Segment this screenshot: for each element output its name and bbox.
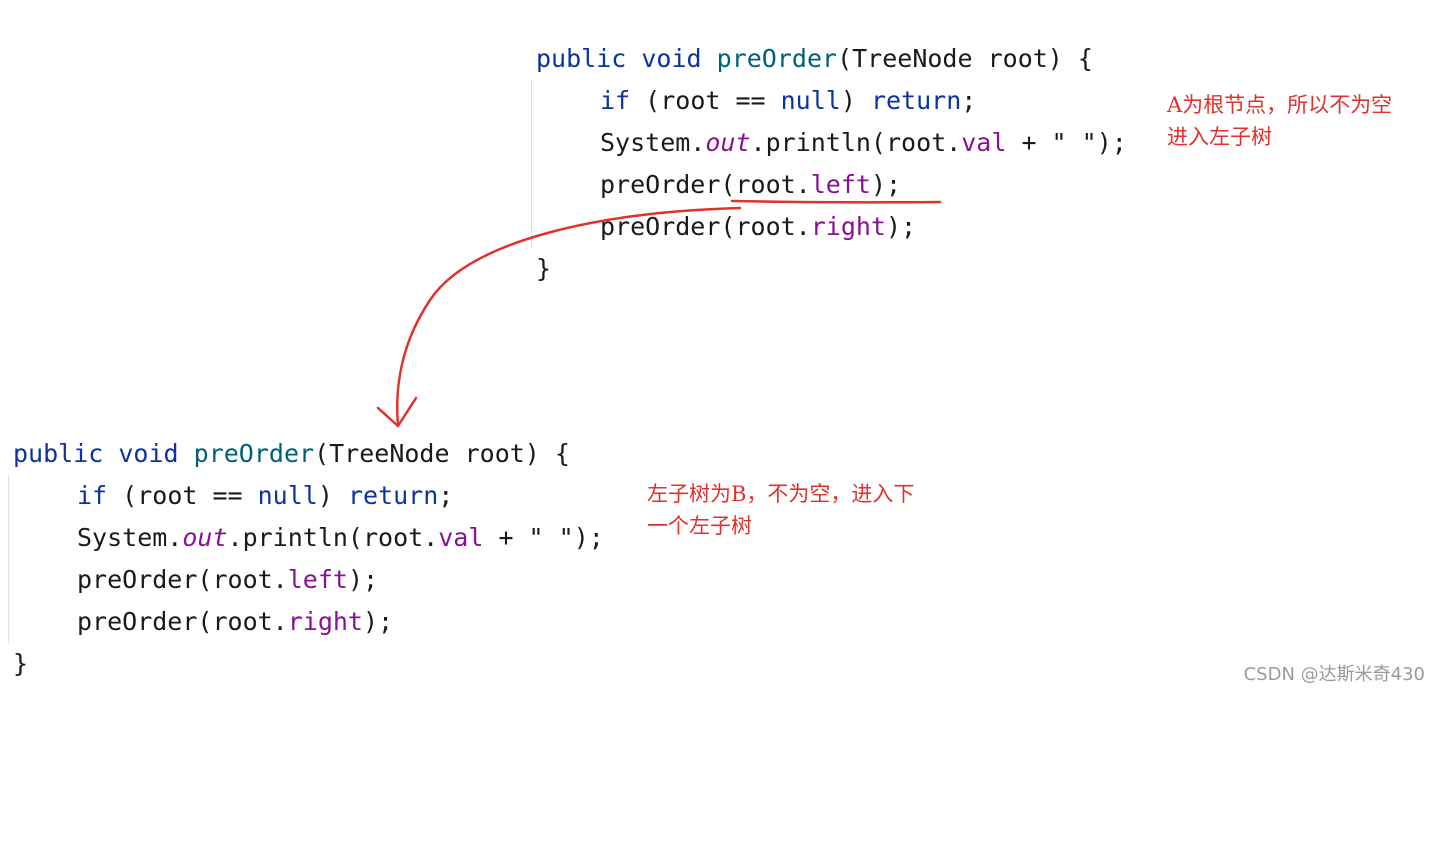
code-text: System. [600,128,706,157]
code-block-bottom: public void preOrder(TreeNode root) { if… [8,437,653,687]
annotation-top: A为根节点，所以不为空 进入左子树 [1167,89,1392,153]
indent-guide-bottom [8,475,9,643]
static-field-out: out [182,523,228,552]
code-text: ); [362,607,394,636]
code-line-println: System.out.println(root.val + " "); [600,126,1127,160]
code-text: + " "); [1006,128,1127,157]
code-text: (root == [107,481,258,510]
code-text: preOrder(root. [77,607,288,636]
field-right: right [810,212,886,241]
code-text: ) [840,86,871,115]
method-params: (TreeNode root) { [314,439,570,468]
keyword-void: void [118,439,179,468]
method-name: preOrder [716,44,838,73]
code-line-null-check: if (root == null) return; [77,479,453,513]
code-line-signature: public void preOrder(TreeNode root) { [13,437,570,471]
code-text: } [536,254,552,283]
keyword-public: public [13,439,104,468]
code-text: ; [438,481,454,510]
field-val: val [961,128,1007,157]
method-params: (TreeNode root) { [837,44,1093,73]
arrow-head-icon [376,396,418,428]
static-field-out: out [705,128,751,157]
code-text: } [13,649,29,678]
code-line-recurse-left: preOrder(root.left); [77,563,378,597]
code-text: (root == [630,86,781,115]
annotation-top-line-2: 进入左子树 [1167,125,1272,149]
keyword-public: public [536,44,627,73]
code-text: ); [885,212,917,241]
keyword-return: return [870,86,962,115]
code-line-signature: public void preOrder(TreeNode root) { [536,42,1093,76]
code-block-top: public void preOrder(TreeNode root) { if… [531,42,1176,292]
keyword-if: if [77,481,108,510]
annotation-bottom: 左子树为B，不为空，进入下 一个左子树 [647,478,914,542]
code-text: + " "); [483,523,604,552]
keyword-null: null [257,481,318,510]
annotation-bottom-line-1: 左子树为B，不为空，进入下 [647,482,915,506]
code-line-println: System.out.println(root.val + " "); [77,521,604,555]
keyword-null: null [780,86,841,115]
code-text: .println(root. [750,128,962,157]
code-text: preOrder(root. [600,212,811,241]
code-line-recurse-right: preOrder(root.right); [600,210,916,244]
annotation-bottom-line-2: 一个左子树 [647,514,752,538]
code-line-null-check: if (root == null) return; [600,84,976,118]
field-right: right [287,607,363,636]
code-line-recurse-left: preOrder(root.left); [600,168,901,202]
keyword-return: return [347,481,439,510]
method-name: preOrder [193,439,315,468]
field-left: left [810,170,871,199]
code-line-recurse-right: preOrder(root.right); [77,605,393,639]
keyword-if: if [600,86,631,115]
code-text: .println(root. [227,523,439,552]
code-text: ); [870,170,902,199]
code-text: ) [317,481,348,510]
code-line-close-brace: } [13,647,28,681]
annotation-top-line-1: A为根节点，所以不为空 [1167,93,1393,117]
code-text: ; [961,86,977,115]
field-val: val [438,523,484,552]
code-text: preOrder(root. [77,565,288,594]
field-left: left [287,565,348,594]
code-line-close-brace: } [536,252,551,286]
code-text: preOrder(root. [600,170,811,199]
code-text: ); [347,565,379,594]
keyword-void: void [641,44,702,73]
watermark: CSDN @达斯米奇430 [1243,664,1425,685]
code-text: System. [77,523,183,552]
indent-guide-top [531,80,532,248]
